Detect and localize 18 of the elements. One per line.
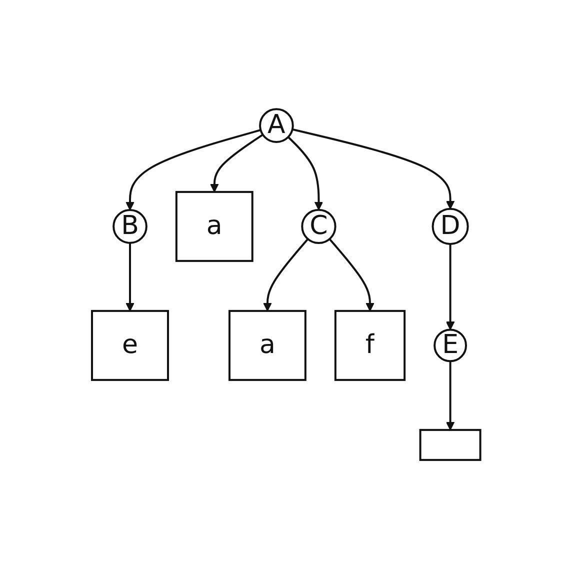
node-box: a — [176, 190, 254, 262]
node-circle: C — [302, 208, 337, 244]
arrow — [329, 238, 375, 312]
arrow — [446, 361, 456, 430]
arrow — [292, 128, 456, 210]
arrow — [210, 134, 264, 192]
arrow — [263, 238, 309, 312]
arrow — [126, 242, 135, 312]
node-circle: A — [259, 108, 294, 143]
arrow — [126, 129, 262, 210]
node-circle: B — [112, 209, 148, 244]
arrow — [288, 136, 324, 210]
node-circle: E — [434, 328, 468, 362]
node-box — [420, 428, 482, 461]
node-circle: D — [432, 208, 470, 245]
arrow — [446, 244, 456, 330]
node-box: e — [91, 310, 170, 381]
node-box: a — [228, 310, 307, 381]
